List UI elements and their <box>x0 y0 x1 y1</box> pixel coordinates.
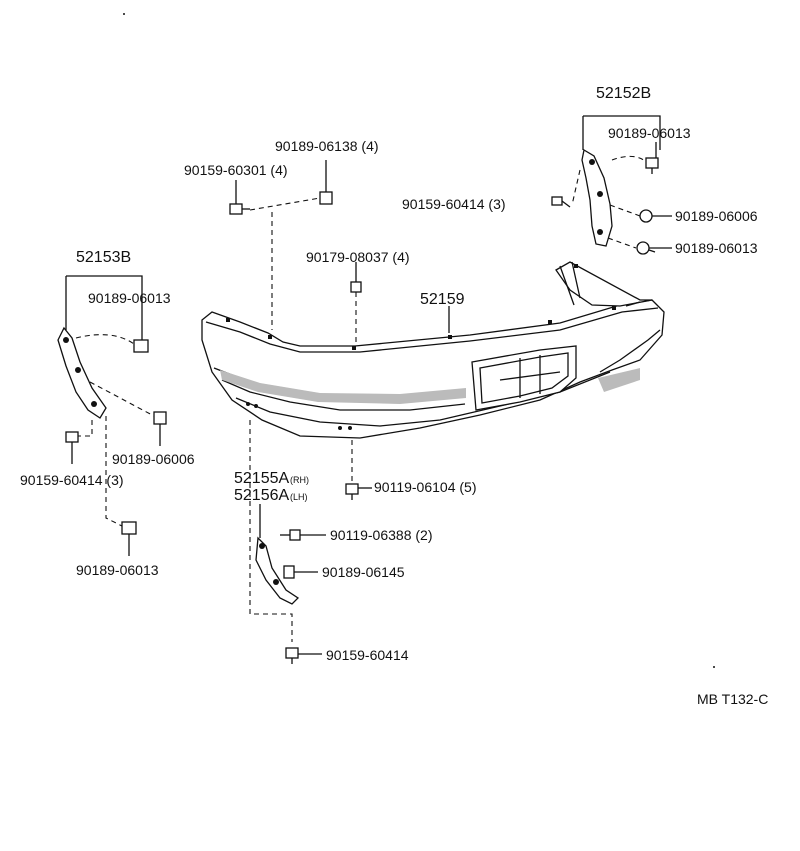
fastener-bottom-60414 <box>285 647 299 664</box>
label-90159-60414-bottom: 90159-60414 <box>326 647 409 663</box>
fastener-top-08037 <box>350 281 362 293</box>
label-90189-06006-right: 90189-06006 <box>675 208 758 224</box>
clip-left-06006 <box>153 411 167 425</box>
label-90189-06013-right-upper: 90189-06013 <box>608 125 691 141</box>
label-90189-06013-left-lower: 90189-06013 <box>76 562 159 578</box>
rear-bumper-cover <box>201 261 665 439</box>
label-90189-06006-left: 90189-06006 <box>112 451 195 467</box>
screw-right-60414 <box>551 196 571 208</box>
lower-bracket-52155A-52156A <box>255 504 300 605</box>
label-rh: (RH) <box>290 475 309 485</box>
label-52152B: 52152B <box>596 85 651 102</box>
clip-left-lower <box>121 521 137 535</box>
label-90119-06104: 90119-06104 (5) <box>374 479 476 495</box>
label-52155A: 52155A <box>234 470 289 487</box>
bracket-52153B <box>65 275 143 340</box>
retainer-left-52153B <box>57 275 167 556</box>
label-52159: 52159 <box>420 291 465 308</box>
label-52153B: 52153B <box>76 249 131 266</box>
label-90189-06013-right-lower: 90189-06013 <box>675 240 758 256</box>
label-90119-06388: 90119-06388 (2) <box>330 527 432 543</box>
fastener-top-06138 <box>319 191 333 205</box>
fastener-bottom-06388 <box>280 529 301 541</box>
bracket-52152B <box>582 115 661 150</box>
label-90189-06013-left-upper: 90189-06013 <box>88 290 171 306</box>
retainer-right-52152B <box>551 115 672 255</box>
label-90179-08037: 90179-08037 (4) <box>306 249 410 265</box>
screw-left-60414 <box>65 431 79 443</box>
label-90159-60301: 90159-60301 (4) <box>184 162 288 178</box>
fastener-bottom-06104 <box>345 483 359 500</box>
label-90189-06145: 90189-06145 <box>322 564 405 580</box>
fastener-top-60301 <box>229 203 250 215</box>
label-90189-06138: 90189-06138 (4) <box>275 138 379 154</box>
diagram-reference-code: MB T132-C <box>697 691 768 707</box>
label-90159-60414-right: 90159-60414 (3) <box>402 196 506 212</box>
clip-right-upper <box>645 157 659 174</box>
rim-notches <box>226 264 616 350</box>
label-52156A: 52156A <box>234 487 289 504</box>
label-lh: (LH) <box>290 492 308 502</box>
clip-left-upper <box>133 339 149 353</box>
clip-right-06006 <box>639 209 653 223</box>
label-90159-60414-left: 90159-60414 (3) <box>20 472 124 488</box>
fastener-bottom-06145 <box>283 565 295 579</box>
